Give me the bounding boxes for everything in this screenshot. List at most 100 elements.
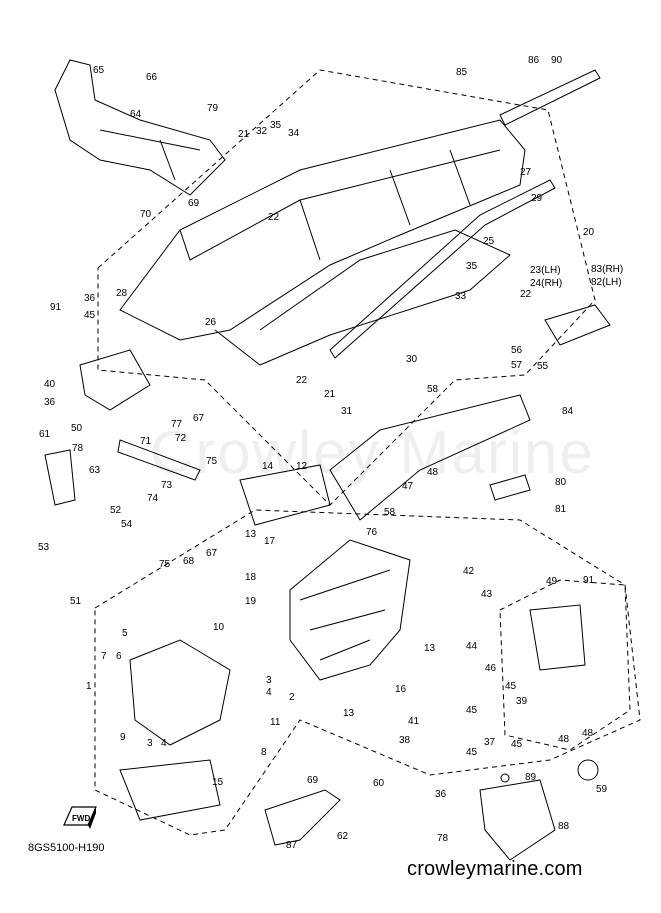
callout-32: 32 — [256, 126, 268, 137]
callout-24rh: 24(RH) — [530, 278, 563, 289]
plate-80 — [489, 474, 531, 501]
callout-39: 39 — [516, 696, 528, 707]
callout-22b: 22 — [520, 289, 532, 300]
callout-17: 17 — [264, 536, 276, 547]
callout-77: 77 — [171, 419, 183, 430]
callout-47: 47 — [402, 481, 414, 492]
callout-48: 48 — [427, 467, 439, 478]
callout-33: 33 — [455, 291, 467, 302]
callout-85: 85 — [456, 67, 468, 78]
callout-45e: 45 — [511, 739, 523, 750]
callout-80: 80 — [555, 477, 567, 488]
callout-46: 46 — [485, 663, 497, 674]
bracket-61 — [44, 449, 76, 506]
callout-34: 34 — [288, 128, 300, 139]
callout-29: 29 — [531, 193, 543, 204]
callout-76: 76 — [366, 527, 378, 538]
nut-89 — [500, 773, 510, 783]
callout-13: 13 — [245, 529, 257, 540]
callout-68: 68 — [183, 556, 195, 567]
forward-arrow-icon: FWD — [63, 806, 97, 829]
intake-duct — [264, 789, 341, 846]
callout-28: 28 — [116, 288, 128, 299]
callout-42: 42 — [463, 566, 475, 577]
callout-1: 1 — [86, 681, 92, 692]
callout-12: 12 — [296, 461, 308, 472]
callout-14: 14 — [262, 461, 274, 472]
skid-plate — [119, 759, 221, 821]
callout-64: 64 — [130, 109, 142, 120]
callout-83rh: 83(RH) — [591, 264, 624, 275]
callout-67: 67 — [193, 413, 205, 424]
callout-30: 30 — [406, 354, 418, 365]
callout-20: 20 — [583, 227, 595, 238]
callout-72: 72 — [175, 433, 187, 444]
callout-57: 57 — [511, 360, 523, 371]
website-link[interactable]: crowleymarine.com — [407, 858, 583, 880]
callout-18: 18 — [245, 572, 257, 583]
callout-55: 55 — [537, 361, 549, 372]
heat-shield — [479, 779, 556, 861]
callout-3: 3 — [266, 675, 272, 686]
steering-column-bracket — [54, 59, 226, 196]
callout-54: 54 — [121, 519, 133, 530]
callout-58b: 58 — [384, 507, 396, 518]
callout-21: 21 — [238, 129, 250, 140]
callout-60: 60 — [373, 778, 385, 789]
callout-27: 27 — [520, 167, 532, 178]
callout-4: 4 — [266, 687, 272, 698]
callout-23lh: 23(LH) — [530, 265, 561, 276]
rear-bracket-boundary — [499, 579, 631, 751]
callout-36: 36 — [84, 293, 96, 304]
seat-plate — [239, 464, 331, 526]
callout-40: 40 — [44, 379, 56, 390]
callout-75b: 75 — [159, 559, 171, 570]
callout-53: 53 — [38, 542, 50, 553]
callout-49: 49 — [546, 576, 558, 587]
diagram-code: 8GS5100-H190 — [28, 842, 105, 854]
callout-52: 52 — [110, 505, 122, 516]
callout-63: 63 — [89, 465, 101, 476]
callout-43: 43 — [481, 589, 493, 600]
callout-51: 51 — [70, 596, 82, 607]
rail-90 — [499, 69, 601, 126]
callout-41: 41 — [408, 716, 420, 727]
callout-69b: 69 — [307, 775, 319, 786]
callout-45c: 45 — [466, 705, 478, 716]
callout-61: 61 — [39, 429, 51, 440]
callout-35: 35 — [270, 120, 282, 131]
callout-86: 86 — [528, 55, 540, 66]
callout-66: 66 — [146, 72, 158, 83]
callout-7: 7 — [101, 651, 107, 662]
callout-50: 50 — [71, 423, 83, 434]
callout-3b: 3 — [147, 738, 153, 749]
callout-73: 73 — [161, 480, 173, 491]
callout-70: 70 — [140, 209, 152, 220]
front-assembly-boundary — [94, 509, 641, 836]
callout-2: 2 — [289, 692, 295, 703]
callout-78: 78 — [72, 443, 84, 454]
callout-56: 56 — [511, 345, 523, 356]
callout-11: 11 — [270, 717, 281, 728]
callout-9: 9 — [120, 732, 126, 743]
callout-89: 89 — [525, 772, 537, 783]
callout-37: 37 — [484, 737, 496, 748]
callout-26: 26 — [205, 317, 217, 328]
fwd-label: FWD — [72, 814, 90, 823]
callout-8: 8 — [261, 747, 267, 758]
callout-45b: 45 — [505, 681, 517, 692]
callout-67b: 67 — [206, 548, 218, 559]
callout-74: 74 — [147, 493, 159, 504]
callout-48b: 48 — [558, 734, 570, 745]
callout-16: 16 — [395, 684, 407, 695]
callout-87: 87 — [286, 840, 298, 851]
callout-71: 71 — [140, 436, 152, 447]
front-suspension-frame — [289, 539, 411, 681]
callout-91b: 91 — [583, 575, 595, 586]
tunnel-frame — [119, 119, 526, 341]
callout-82lh: 82(LH) — [591, 277, 622, 288]
bracket-50 — [79, 349, 151, 411]
callout-88: 88 — [558, 821, 570, 832]
callout-13c: 13 — [343, 708, 355, 719]
